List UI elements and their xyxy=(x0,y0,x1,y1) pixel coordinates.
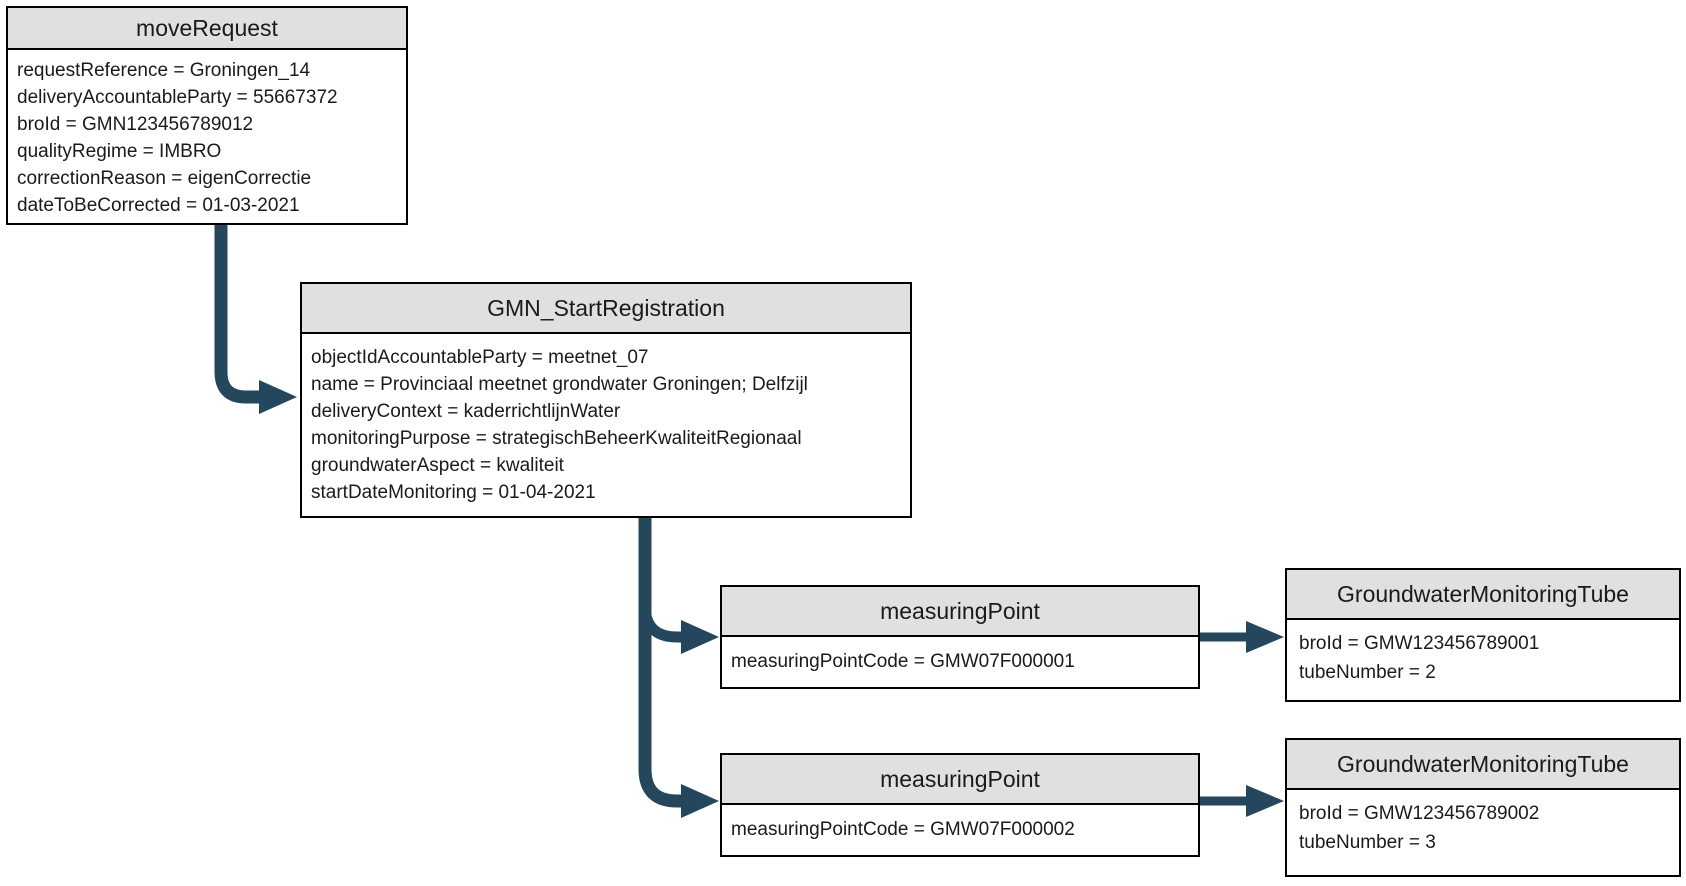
edge-measuringpoint2-to-tube2-arrow xyxy=(1200,785,1284,817)
node-measuringpoint-2: measuringPoint measuringPointCode = GMW0… xyxy=(720,753,1200,857)
node-measuringpoint-1: measuringPoint measuringPointCode = GMW0… xyxy=(720,585,1200,689)
node-groundwatermonitoringtube-1-title: GroundwaterMonitoringTube xyxy=(1287,570,1679,620)
node-measuringpoint-2-attributes: measuringPointCode = GMW07F000002 xyxy=(722,805,1198,843)
node-moverequest-title: moveRequest xyxy=(8,8,406,50)
node-groundwatermonitoringtube-1: GroundwaterMonitoringTube broId = GMW123… xyxy=(1285,568,1681,702)
attribute-line: tubeNumber = 2 xyxy=(1299,662,1436,683)
node-groundwatermonitoringtube-2: GroundwaterMonitoringTube broId = GMW123… xyxy=(1285,738,1681,877)
node-groundwatermonitoringtube-1-attributes: broId = GMW123456789001 tubeNumber = 2 xyxy=(1287,620,1679,687)
attribute-line: dateToBeCorrected = 01-03-2021 xyxy=(17,195,300,216)
attribute-line: qualityRegime = IMBRO xyxy=(17,141,222,162)
attribute-line: name = Provinciaal meetnet grondwater Gr… xyxy=(311,374,808,395)
attribute-line: objectIdAccountableParty = meetnet_07 xyxy=(311,347,649,368)
attribute-line: measuringPointCode = GMW07F000002 xyxy=(731,819,1075,840)
node-measuringpoint-1-attributes: measuringPointCode = GMW07F000001 xyxy=(722,637,1198,675)
attribute-line: broId = GMW123456789001 xyxy=(1299,633,1540,654)
node-groundwatermonitoringtube-2-attributes: broId = GMW123456789002 tubeNumber = 3 xyxy=(1287,790,1679,857)
attribute-line: startDateMonitoring = 01-04-2021 xyxy=(311,482,596,503)
edge-measuringpoint1-to-tube1-arrow xyxy=(1200,621,1284,653)
edge-gmn-to-measuringpoint1-arrow xyxy=(639,516,719,654)
attribute-line: monitoringPurpose = strategischBeheerKwa… xyxy=(311,428,802,449)
node-gmn-startregistration-title: GMN_StartRegistration xyxy=(302,284,910,334)
attribute-line: deliveryAccountableParty = 55667372 xyxy=(17,87,338,108)
attribute-line: tubeNumber = 3 xyxy=(1299,832,1436,853)
node-gmn-startregistration: GMN_StartRegistration objectIdAccountabl… xyxy=(300,282,912,518)
node-moverequest: moveRequest requestReference = Groningen… xyxy=(6,6,408,225)
attribute-line: groundwaterAspect = kwaliteit xyxy=(311,455,564,476)
attribute-line: deliveryContext = kaderrichtlijnWater xyxy=(311,401,621,422)
attribute-line: measuringPointCode = GMW07F000001 xyxy=(731,651,1075,672)
node-moverequest-attributes: requestReference = Groningen_14 delivery… xyxy=(8,50,406,219)
edge-moverequest-to-gmn-arrow xyxy=(214,224,297,414)
node-measuringpoint-1-title: measuringPoint xyxy=(722,587,1198,637)
node-measuringpoint-2-title: measuringPoint xyxy=(722,755,1198,805)
attribute-line: broId = GMW123456789002 xyxy=(1299,803,1540,824)
node-gmn-startregistration-attributes: objectIdAccountableParty = meetnet_07 na… xyxy=(302,334,910,506)
attribute-line: correctionReason = eigenCorrectie xyxy=(17,168,312,189)
attribute-line: requestReference = Groningen_14 xyxy=(17,60,311,81)
edge-gmn-to-measuringpoint2-arrow xyxy=(638,516,719,818)
attribute-line: broId = GMN123456789012 xyxy=(17,114,254,135)
node-groundwatermonitoringtube-2-title: GroundwaterMonitoringTube xyxy=(1287,740,1679,790)
